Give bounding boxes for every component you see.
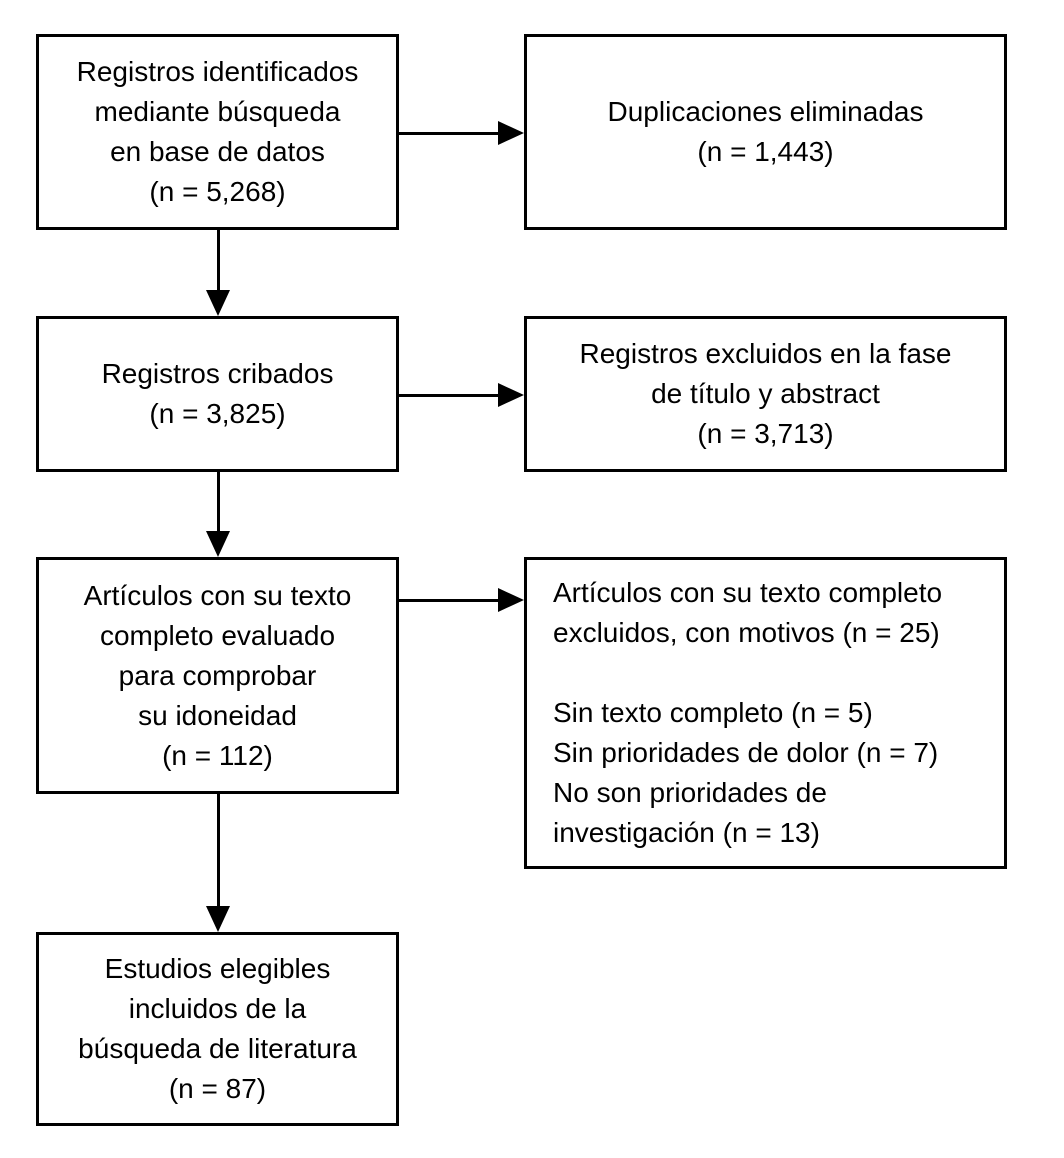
flow-box-duplicates-removed-label: Duplicaciones eliminadas (n = 1,443) xyxy=(607,96,924,167)
flow-box-fulltext-assessed-label: Artículos con su texto completo evaluado… xyxy=(83,579,352,771)
arrowhead-right-icon xyxy=(498,121,524,145)
flow-box-excluded-title-abstract: Registros excluidos en la fase de título… xyxy=(524,316,1007,472)
flow-box-duplicates-removed: Duplicaciones eliminadas (n = 1,443) xyxy=(524,34,1007,230)
flow-box-studies-included: Estudios elegibles incluidos de la búsqu… xyxy=(36,932,399,1126)
flow-box-fulltext-excluded-label: Artículos con su texto completo excluido… xyxy=(553,577,943,848)
flow-box-excluded-title-abstract-label: Registros excluidos en la fase de título… xyxy=(579,338,952,449)
arrowhead-down-icon xyxy=(206,906,230,932)
arrowhead-down-icon xyxy=(206,531,230,557)
arrow-identified-to-duplicates xyxy=(399,132,500,135)
arrowhead-right-icon xyxy=(498,383,524,407)
arrow-fulltext-to-included xyxy=(217,794,220,908)
arrow-identified-to-screened xyxy=(217,230,220,292)
flow-box-records-screened: Registros cribados (n = 3,825) xyxy=(36,316,399,472)
arrow-fulltext-to-fulltext-excluded xyxy=(399,599,500,602)
arrowhead-down-icon xyxy=(206,290,230,316)
flow-box-records-identified-label: Registros identificados mediante búsqued… xyxy=(76,56,359,207)
flow-box-records-identified: Registros identificados mediante búsqued… xyxy=(36,34,399,230)
flow-box-records-screened-label: Registros cribados (n = 3,825) xyxy=(101,358,334,429)
arrow-screened-to-excluded xyxy=(399,394,500,397)
arrowhead-right-icon xyxy=(498,588,524,612)
flow-box-fulltext-excluded: Artículos con su texto completo excluido… xyxy=(524,557,1007,869)
flow-box-fulltext-assessed: Artículos con su texto completo evaluado… xyxy=(36,557,399,794)
flow-box-studies-included-label: Estudios elegibles incluidos de la búsqu… xyxy=(78,953,357,1104)
arrow-screened-to-fulltext xyxy=(217,472,220,533)
